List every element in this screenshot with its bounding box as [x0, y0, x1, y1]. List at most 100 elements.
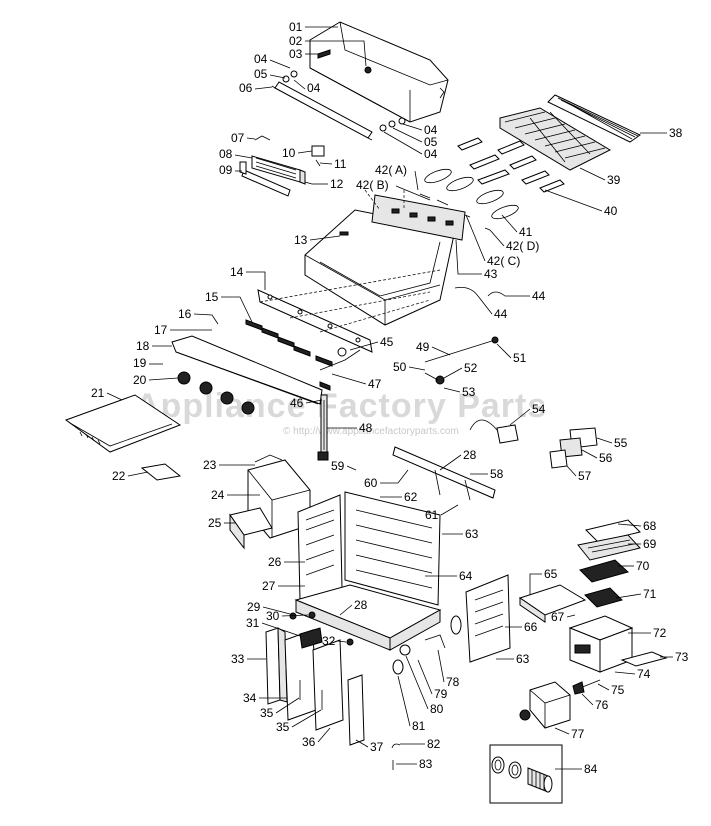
callout-35-b: 35 — [276, 720, 290, 734]
callout-labels: 01 02 03 04 05 06 04 04 05 04 07 08 — [91, 20, 689, 776]
callout-54: 54 — [532, 402, 546, 416]
dashed-guides — [259, 189, 441, 333]
door-33 — [265, 627, 288, 705]
callout-59: 59 — [331, 459, 345, 473]
knobs-20 — [177, 371, 255, 415]
callout-62: 62 — [404, 490, 418, 504]
callout-65: 65 — [544, 567, 558, 581]
callout-27: 27 — [262, 579, 276, 593]
callout-04-d: 04 — [424, 147, 438, 161]
callout-67: 67 — [551, 610, 565, 624]
callout-69: 69 — [643, 537, 657, 551]
side-burner-grate-69 — [577, 534, 641, 561]
callout-42a: 42( A) — [375, 163, 407, 177]
callout-45: 45 — [380, 335, 394, 349]
part-12-screw — [304, 181, 313, 185]
support-rail-58 — [392, 446, 496, 501]
callout-74: 74 — [637, 667, 651, 681]
callout-25: 25 — [208, 516, 222, 530]
callout-77: 77 — [571, 727, 585, 741]
callout-29: 29 — [247, 600, 261, 614]
drip-tray-21 — [64, 394, 182, 453]
callout-50: 50 — [393, 360, 407, 374]
callout-44-a: 44 — [532, 289, 546, 303]
grill-lid — [309, 21, 449, 123]
callout-68: 68 — [643, 519, 657, 533]
callout-01: 01 — [289, 20, 303, 34]
callout-61: 61 — [425, 508, 439, 522]
rotisserie-motor-54 — [469, 419, 519, 444]
callout-42c: 42( C) — [487, 254, 520, 268]
callout-70: 70 — [636, 559, 650, 573]
callout-07: 07 — [231, 131, 245, 145]
callout-42d: 42( D) — [506, 239, 539, 253]
cart-base-27 — [294, 584, 442, 651]
callout-11: 11 — [334, 157, 347, 171]
igniter-wires-42 — [419, 193, 491, 231]
gas-line-48 — [317, 394, 329, 461]
callout-82: 82 — [427, 737, 441, 751]
door-37 — [347, 674, 365, 746]
callout-26: 26 — [268, 555, 282, 569]
callout-34: 34 — [243, 691, 257, 705]
callout-31: 31 — [246, 616, 260, 630]
callout-24: 24 — [211, 488, 225, 502]
callout-04-b: 04 — [307, 81, 321, 95]
callout-83: 83 — [419, 757, 433, 771]
side-burner-parts-55-57 — [549, 427, 598, 469]
heat-plates-40 — [457, 137, 565, 193]
part-08-control-strip — [251, 155, 306, 185]
drip-pan-73 — [620, 651, 668, 667]
side-burner-grate-70 — [579, 559, 629, 583]
callout-66: 66 — [524, 620, 538, 634]
callout-49: 49 — [416, 340, 430, 354]
burners-41 — [424, 168, 519, 220]
callout-15: 15 — [205, 290, 219, 304]
rotisserie-parts-45-47 — [319, 347, 361, 391]
callout-53: 53 — [462, 385, 476, 399]
rotisserie-rod-49-51 — [424, 336, 499, 385]
grease-cup-22 — [140, 463, 182, 481]
callout-48: 48 — [359, 421, 373, 435]
callout-23: 23 — [203, 458, 217, 472]
part-11-screw — [315, 159, 321, 167]
part-07-clip — [254, 135, 271, 141]
callout-55: 55 — [614, 436, 628, 450]
callout-58: 58 — [490, 467, 504, 481]
cart-back-panel-64 — [344, 491, 441, 606]
callout-64: 64 — [459, 569, 473, 583]
side-burner-box-72 — [568, 615, 634, 673]
callout-84: 84 — [584, 762, 598, 776]
callout-33: 33 — [231, 652, 245, 666]
callout-04-a: 04 — [254, 52, 268, 66]
callout-37: 37 — [370, 740, 384, 754]
callout-73: 73 — [675, 650, 689, 664]
side-burner-knob-77 — [519, 681, 571, 729]
valve-75-76 — [572, 679, 601, 695]
callout-81: 81 — [412, 719, 426, 733]
callout-22: 22 — [112, 469, 126, 483]
callout-19: 19 — [133, 356, 147, 370]
callout-44-b: 44 — [494, 307, 508, 321]
callout-09: 09 — [219, 163, 233, 177]
callout-47: 47 — [368, 377, 382, 391]
cart-left-panel-26 — [297, 494, 343, 601]
callout-28-a: 28 — [354, 598, 368, 612]
callout-57: 57 — [578, 469, 592, 483]
callout-02: 02 — [289, 34, 303, 48]
small-hardware-29-32 — [289, 611, 354, 649]
callout-40: 40 — [604, 204, 618, 218]
door-36 — [312, 639, 344, 731]
callout-63-a: 63 — [465, 527, 479, 541]
callout-12: 12 — [330, 177, 344, 191]
callout-75: 75 — [611, 683, 625, 697]
firebox-13 — [304, 194, 466, 326]
callout-30: 30 — [266, 609, 280, 623]
callout-56: 56 — [599, 451, 613, 465]
callout-38: 38 — [669, 126, 683, 140]
callout-21: 21 — [91, 386, 105, 400]
callout-35-a: 35 — [260, 706, 274, 720]
cooking-grate-39 — [499, 107, 612, 171]
callout-10: 10 — [282, 146, 296, 160]
callout-17: 17 — [154, 323, 168, 337]
